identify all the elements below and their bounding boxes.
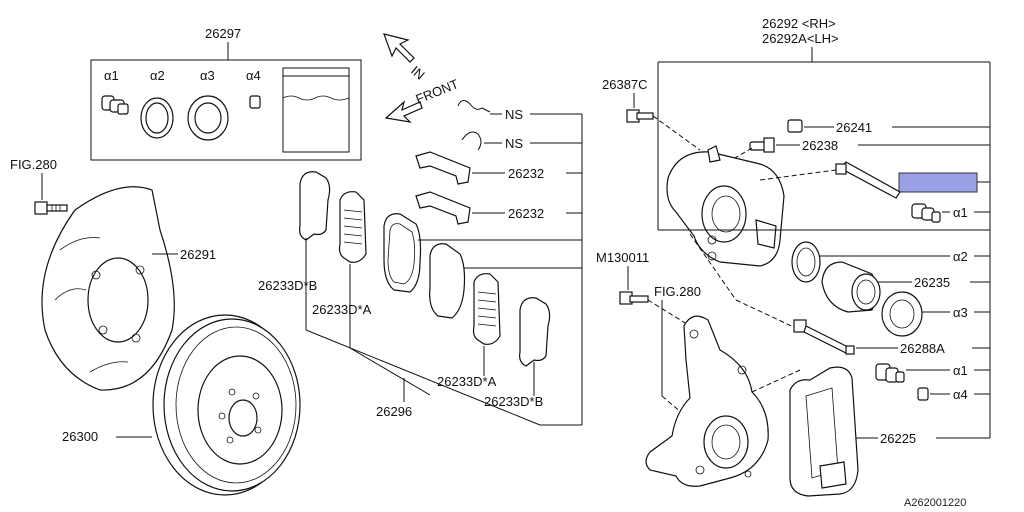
a4-part[interactable] xyxy=(917,387,929,401)
caliper-body[interactable] xyxy=(666,145,785,267)
a2-label[interactable]: α2 xyxy=(953,249,968,264)
kit-a3-label[interactable]: α3 xyxy=(200,68,215,83)
in-arrow-label: IN xyxy=(408,63,428,83)
a1-bottom-label[interactable]: α1 xyxy=(953,363,968,378)
shield-bolt[interactable] xyxy=(34,201,68,215)
brake-pad-a2[interactable] xyxy=(429,243,466,319)
clip2-label[interactable]: 26232 xyxy=(508,206,544,221)
piston-boot-a3[interactable] xyxy=(881,291,923,337)
kit-box xyxy=(90,59,362,161)
caliper-lh-label[interactable]: 26292A<LH> xyxy=(762,31,839,46)
kit-a3-part[interactable] xyxy=(187,95,229,141)
a1-top-label[interactable]: α1 xyxy=(953,205,968,220)
a4-label[interactable]: α4 xyxy=(953,387,968,402)
guide-pin-26288a[interactable] xyxy=(793,319,855,355)
caliper-piston[interactable] xyxy=(821,261,881,313)
brake-pad-a1[interactable] xyxy=(383,213,422,293)
piston-seal-a2[interactable] xyxy=(791,241,821,283)
support-label[interactable]: 26225 xyxy=(880,431,916,446)
pad-set-label[interactable]: 26296 xyxy=(376,404,412,419)
kit-label[interactable]: 26297 xyxy=(205,26,241,41)
kit-a4-part[interactable] xyxy=(249,95,261,109)
brake-rotor[interactable] xyxy=(152,314,301,496)
brake-pad-b1[interactable] xyxy=(338,191,367,263)
front-arrow-label: FRONT xyxy=(414,76,461,107)
pad-b2-label[interactable]: 26233D*B xyxy=(484,394,543,409)
in-arrow-icon xyxy=(383,33,415,63)
support-bolt-m[interactable] xyxy=(619,291,649,305)
ns-spring-2[interactable] xyxy=(461,131,482,151)
pad-a1-label[interactable]: 26233D*A xyxy=(312,302,372,317)
fig280-top-label[interactable]: FIG.280 xyxy=(10,157,57,172)
a3-label[interactable]: α3 xyxy=(953,305,968,320)
shield-label[interactable]: 26291 xyxy=(180,247,216,262)
caliper-bolt-c[interactable] xyxy=(626,109,654,123)
guide-pin-label[interactable]: 26288A xyxy=(900,341,945,356)
rotor-label[interactable]: 26300 xyxy=(62,429,98,444)
pin-boot-a1-bottom[interactable] xyxy=(875,363,905,383)
steering-knuckle[interactable] xyxy=(645,315,769,487)
clip1-label[interactable]: 26232 xyxy=(508,166,544,181)
caliper-rh-label[interactable]: 26292 <RH> xyxy=(762,16,836,31)
brake-pad-outer-shim-b1[interactable] xyxy=(299,171,331,241)
reference-code: A262001220 xyxy=(904,497,966,509)
ns-spring-1[interactable] xyxy=(457,100,491,113)
bleeder-cap-label[interactable]: 26241 xyxy=(836,120,872,135)
bolt-c-label[interactable]: 26387C xyxy=(602,77,648,92)
kit-a1-part[interactable] xyxy=(101,95,129,115)
bleeder-cap[interactable] xyxy=(787,119,803,133)
bolt-m-label[interactable]: M130011 xyxy=(596,250,649,265)
kit-a4-label[interactable]: α4 xyxy=(246,68,261,83)
pad-a2-label[interactable]: 26233D*A xyxy=(437,374,497,389)
brake-pad-b2[interactable] xyxy=(472,273,501,345)
highlight-box xyxy=(898,172,978,193)
fig280-mid-label[interactable]: FIG.280 xyxy=(654,284,701,299)
kit-a1-label[interactable]: α1 xyxy=(104,68,119,83)
bleeder-label[interactable]: 26238 xyxy=(802,138,838,153)
ns2-label[interactable]: NS xyxy=(505,136,523,151)
pin-boot-a1-top[interactable] xyxy=(911,203,941,223)
dust-shield[interactable] xyxy=(41,186,175,391)
grease-pack[interactable] xyxy=(282,67,350,153)
pad-b1-label[interactable]: 26233D*B xyxy=(258,278,317,293)
caliper-support[interactable] xyxy=(789,366,859,497)
bleeder-screw[interactable] xyxy=(749,137,775,153)
kit-a2-label[interactable]: α2 xyxy=(150,68,165,83)
front-arrow-icon xyxy=(384,100,423,123)
piston-label[interactable]: 26235 xyxy=(914,275,950,290)
brake-pad-outer-shim-b2[interactable] xyxy=(519,297,551,367)
guide-pin-top[interactable] xyxy=(835,161,901,199)
pad-clip-2[interactable] xyxy=(415,191,471,225)
ns1-label[interactable]: NS xyxy=(505,107,523,122)
kit-a2-part[interactable] xyxy=(140,97,174,139)
pad-clip-1[interactable] xyxy=(415,151,471,185)
